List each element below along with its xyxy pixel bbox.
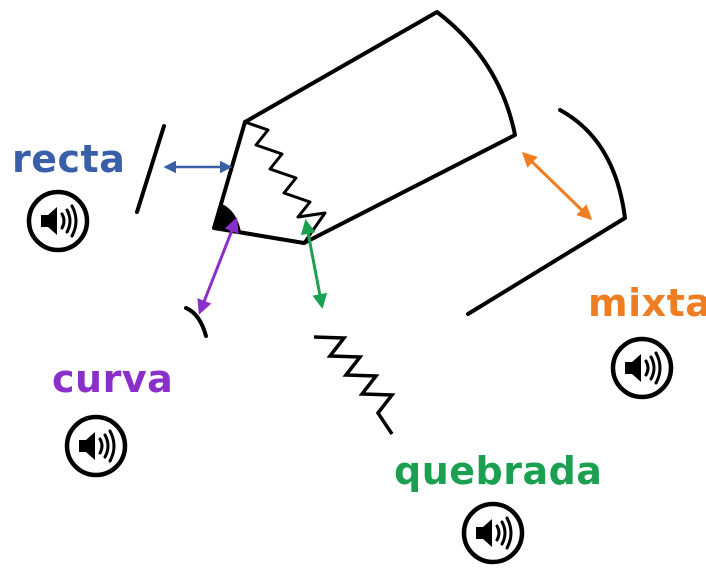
speaker-icon-mixta[interactable]	[609, 335, 675, 401]
pencil-zigzag	[243, 120, 327, 245]
quebrada-arrow	[300, 219, 328, 309]
curved-line-sample	[184, 306, 208, 338]
label-curva: curva	[52, 357, 174, 401]
mixta-arrow	[521, 151, 593, 221]
broken-line-sample	[313, 335, 396, 435]
speaker-icon-recta[interactable]	[25, 188, 91, 254]
pencil-body	[243, 10, 517, 245]
mixed-line-sample	[466, 108, 627, 316]
speaker-glyph	[26, 189, 90, 253]
pencil-icon	[212, 10, 517, 245]
label-recta: recta	[12, 137, 126, 181]
speaker-glyph	[610, 336, 674, 400]
speaker-icon-quebrada[interactable]	[460, 500, 526, 566]
label-mixta: mixta	[588, 281, 706, 325]
speaker-glyph	[64, 414, 128, 478]
speaker-glyph	[461, 501, 525, 565]
speaker-icon-curva[interactable]	[63, 413, 129, 479]
straight-line-sample	[135, 124, 166, 214]
label-quebrada: quebrada	[394, 449, 603, 493]
curva-arrow	[197, 217, 239, 315]
